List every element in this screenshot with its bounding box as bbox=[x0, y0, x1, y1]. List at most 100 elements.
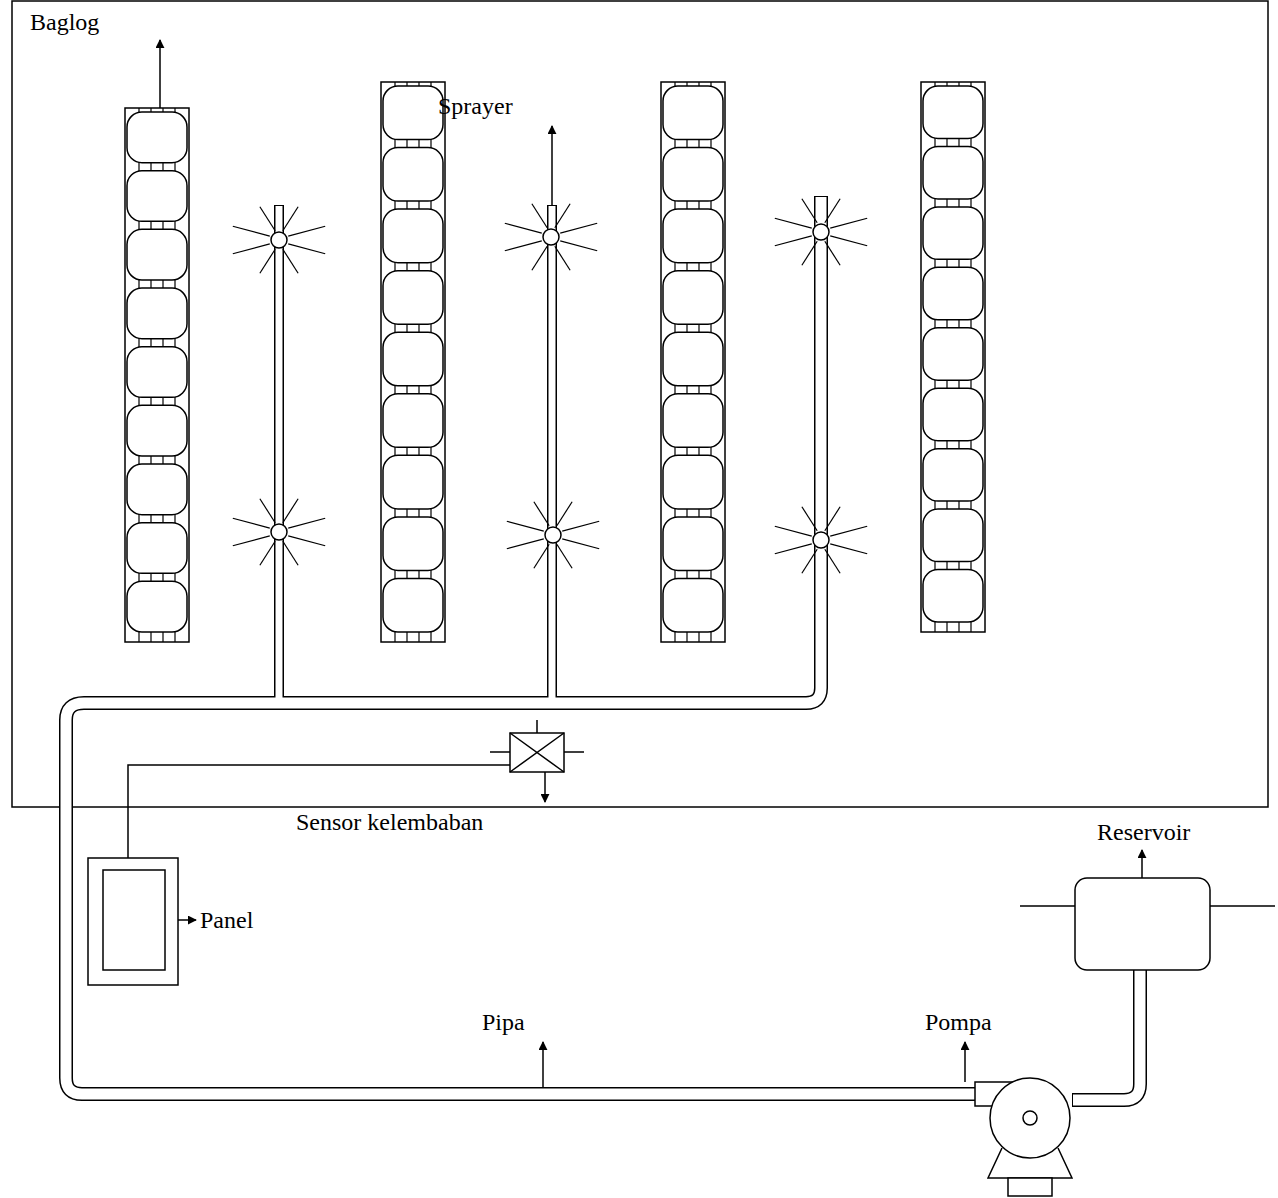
spray-ray bbox=[233, 536, 270, 546]
spray-ray bbox=[775, 218, 812, 228]
baglog-rack bbox=[125, 108, 189, 642]
baglog bbox=[127, 581, 187, 632]
baglog bbox=[663, 332, 723, 386]
reservoir-body bbox=[1075, 878, 1210, 970]
spray-ray bbox=[825, 241, 840, 265]
baglog bbox=[663, 86, 723, 140]
sprayer-nozzle bbox=[813, 532, 829, 548]
baglog bbox=[127, 229, 187, 280]
spray-ray bbox=[532, 246, 547, 270]
baglog bbox=[923, 388, 983, 440]
baglog bbox=[127, 405, 187, 456]
sprayer-head bbox=[505, 204, 597, 271]
baglog bbox=[383, 271, 443, 325]
spray-ray bbox=[260, 499, 275, 523]
spray-ray bbox=[283, 499, 298, 523]
sprayer-head bbox=[775, 199, 867, 266]
baglog bbox=[923, 328, 983, 380]
baglog bbox=[127, 171, 187, 222]
part-label: Sensor kelembaban bbox=[296, 808, 483, 836]
baglog-rack bbox=[661, 82, 725, 642]
panel-outer bbox=[88, 858, 178, 985]
baglog bbox=[383, 148, 443, 202]
spray-ray bbox=[507, 521, 544, 531]
baglog bbox=[127, 112, 187, 163]
part-label: Baglog bbox=[30, 8, 99, 36]
pipe-inner bbox=[66, 197, 975, 1094]
spray-ray bbox=[233, 518, 270, 528]
spray-ray bbox=[560, 241, 597, 251]
baglog bbox=[383, 86, 443, 140]
baglog bbox=[663, 148, 723, 202]
suction-outline bbox=[1072, 970, 1140, 1100]
baglog bbox=[127, 464, 187, 515]
spray-ray bbox=[825, 199, 840, 223]
leader-panel bbox=[178, 919, 196, 921]
baglog bbox=[383, 455, 443, 509]
spray-ray bbox=[288, 518, 325, 528]
baglog bbox=[923, 570, 983, 622]
spray-ray bbox=[830, 218, 867, 228]
branch-outline bbox=[279, 205, 552, 703]
pipe-outline bbox=[66, 196, 975, 1094]
spray-ray bbox=[260, 207, 275, 231]
leader-pipe bbox=[542, 1042, 544, 1087]
rack-frame bbox=[921, 82, 985, 632]
spray-ray bbox=[825, 507, 840, 531]
spray-ray bbox=[562, 521, 599, 531]
rack-frame bbox=[661, 82, 725, 642]
sprayer-head bbox=[233, 207, 325, 274]
branch-inner bbox=[279, 206, 552, 703]
baglog bbox=[663, 394, 723, 448]
spray-ray bbox=[233, 226, 270, 236]
spray-ray bbox=[830, 236, 867, 246]
leader-arrows bbox=[160, 40, 1142, 1087]
baglog bbox=[127, 523, 187, 574]
spray-ray bbox=[534, 544, 549, 568]
leader-baglog bbox=[159, 40, 161, 108]
pump-foot bbox=[1008, 1178, 1052, 1196]
spray-ray bbox=[532, 204, 547, 228]
humidity-sensor bbox=[128, 720, 584, 858]
baglog bbox=[383, 578, 443, 632]
sprayer-head bbox=[775, 507, 867, 574]
spray-ray bbox=[283, 249, 298, 273]
part-label: Pompa bbox=[925, 1008, 992, 1036]
control-panel bbox=[88, 858, 178, 985]
part-label: Pipa bbox=[482, 1008, 525, 1036]
rack-frame bbox=[125, 108, 189, 642]
baglog bbox=[923, 267, 983, 319]
sprayer-head bbox=[507, 502, 599, 569]
spray-ray bbox=[775, 544, 812, 554]
sprayer-nozzle bbox=[545, 527, 561, 543]
spray-ray bbox=[288, 226, 325, 236]
part-label: Panel bbox=[200, 906, 253, 934]
baglog bbox=[127, 288, 187, 339]
baglog bbox=[127, 347, 187, 398]
leader-sprayer bbox=[551, 126, 553, 205]
spray-ray bbox=[557, 544, 572, 568]
baglog bbox=[383, 394, 443, 448]
spray-ray bbox=[260, 541, 275, 565]
spray-ray bbox=[830, 526, 867, 536]
baglog bbox=[923, 207, 983, 259]
pump bbox=[975, 1078, 1072, 1196]
reservoir-tank bbox=[1020, 878, 1275, 970]
part-label: Sprayer bbox=[438, 92, 513, 120]
sprayers bbox=[233, 199, 867, 574]
spray-ray bbox=[555, 204, 570, 228]
pump-casing bbox=[990, 1078, 1070, 1158]
spray-ray bbox=[233, 244, 270, 254]
rack-frame bbox=[381, 82, 445, 642]
room-border bbox=[12, 1, 1268, 807]
spray-ray bbox=[283, 207, 298, 231]
spray-ray bbox=[830, 544, 867, 554]
sprayer-nozzle bbox=[813, 224, 829, 240]
spray-ray bbox=[505, 241, 542, 251]
spray-ray bbox=[288, 536, 325, 546]
sprayer-head bbox=[233, 499, 325, 566]
sprayer-nozzle bbox=[543, 229, 559, 245]
baglog bbox=[663, 271, 723, 325]
sensor-wire bbox=[128, 765, 510, 858]
